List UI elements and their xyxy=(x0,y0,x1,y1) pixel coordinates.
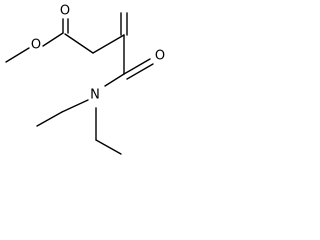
ether-o-carbonyl-bond xyxy=(42,32,64,47)
amide-c-n-bond xyxy=(104,73,125,87)
n-ethyl-left-ch3-bond xyxy=(36,111,63,127)
carbonyl-ch2-bond xyxy=(64,33,94,54)
amide-carbonyl-double-bond-a xyxy=(123,58,151,75)
ch2-vinylidene-bond xyxy=(92,34,125,54)
ester-ether-oxygen-label: O xyxy=(31,38,41,53)
methyl-o-bond xyxy=(5,47,30,63)
ester-carbonyl-oxygen-label: O xyxy=(60,4,70,19)
n-ethyl-right-ch3-bond xyxy=(95,139,122,155)
n-ethyl-left-ch2-bond xyxy=(61,99,89,113)
chemical-structure: O O O N xyxy=(5,4,165,155)
amide-oxygen-label: O xyxy=(155,49,165,64)
amide-carbonyl-double-bond-b xyxy=(126,63,154,80)
amide-nitrogen-label: N xyxy=(90,88,100,103)
